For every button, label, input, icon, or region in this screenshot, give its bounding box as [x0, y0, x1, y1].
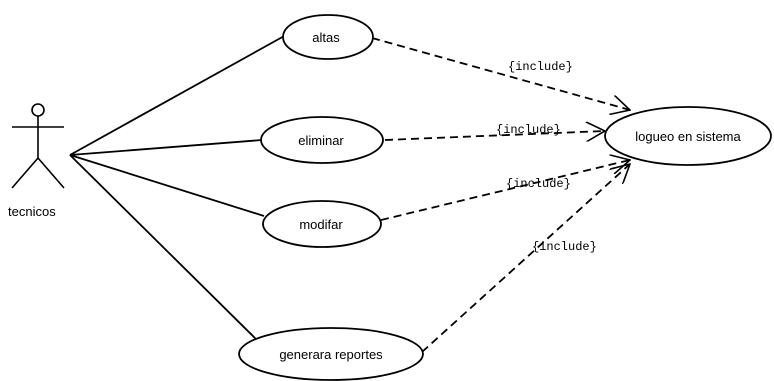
include-line-modificar	[380, 160, 630, 221]
include-label-eliminar: {include}	[496, 123, 561, 137]
association-reportes	[69, 154, 263, 346]
use-case-login-label: logueo en sistema	[635, 129, 741, 144]
include-label-altas: {include}	[508, 60, 573, 74]
include-line-eliminar	[384, 131, 605, 140]
actor-tecnicos[interactable]	[11, 103, 65, 189]
use-case-altas[interactable]	[282, 14, 374, 60]
actor-head	[31, 103, 45, 117]
association-modificar	[69, 154, 265, 217]
use-case-altas-label: altas	[312, 30, 340, 45]
include-label-reportes: {include}	[532, 240, 597, 254]
associations	[69, 34, 287, 346]
association-eliminar	[69, 139, 263, 156]
use-case-eliminar[interactable]	[260, 116, 384, 164]
actor-right-leg	[37, 157, 65, 189]
use-case-modificar-label: modifar	[299, 217, 343, 232]
actor-left-leg	[11, 157, 39, 189]
include-line-altas	[371, 37, 630, 110]
include-label-modificar: {include}	[506, 177, 571, 191]
use-case-modificar[interactable]	[262, 200, 382, 248]
include-line-reportes	[421, 164, 630, 353]
use-case-eliminar-label: eliminar	[298, 133, 344, 148]
use-case-reportes-label: generara reportes	[279, 347, 383, 362]
association-altas	[69, 34, 287, 156]
actor-label: tecnicos	[8, 204, 56, 219]
use-case-reportes[interactable]	[238, 327, 424, 381]
